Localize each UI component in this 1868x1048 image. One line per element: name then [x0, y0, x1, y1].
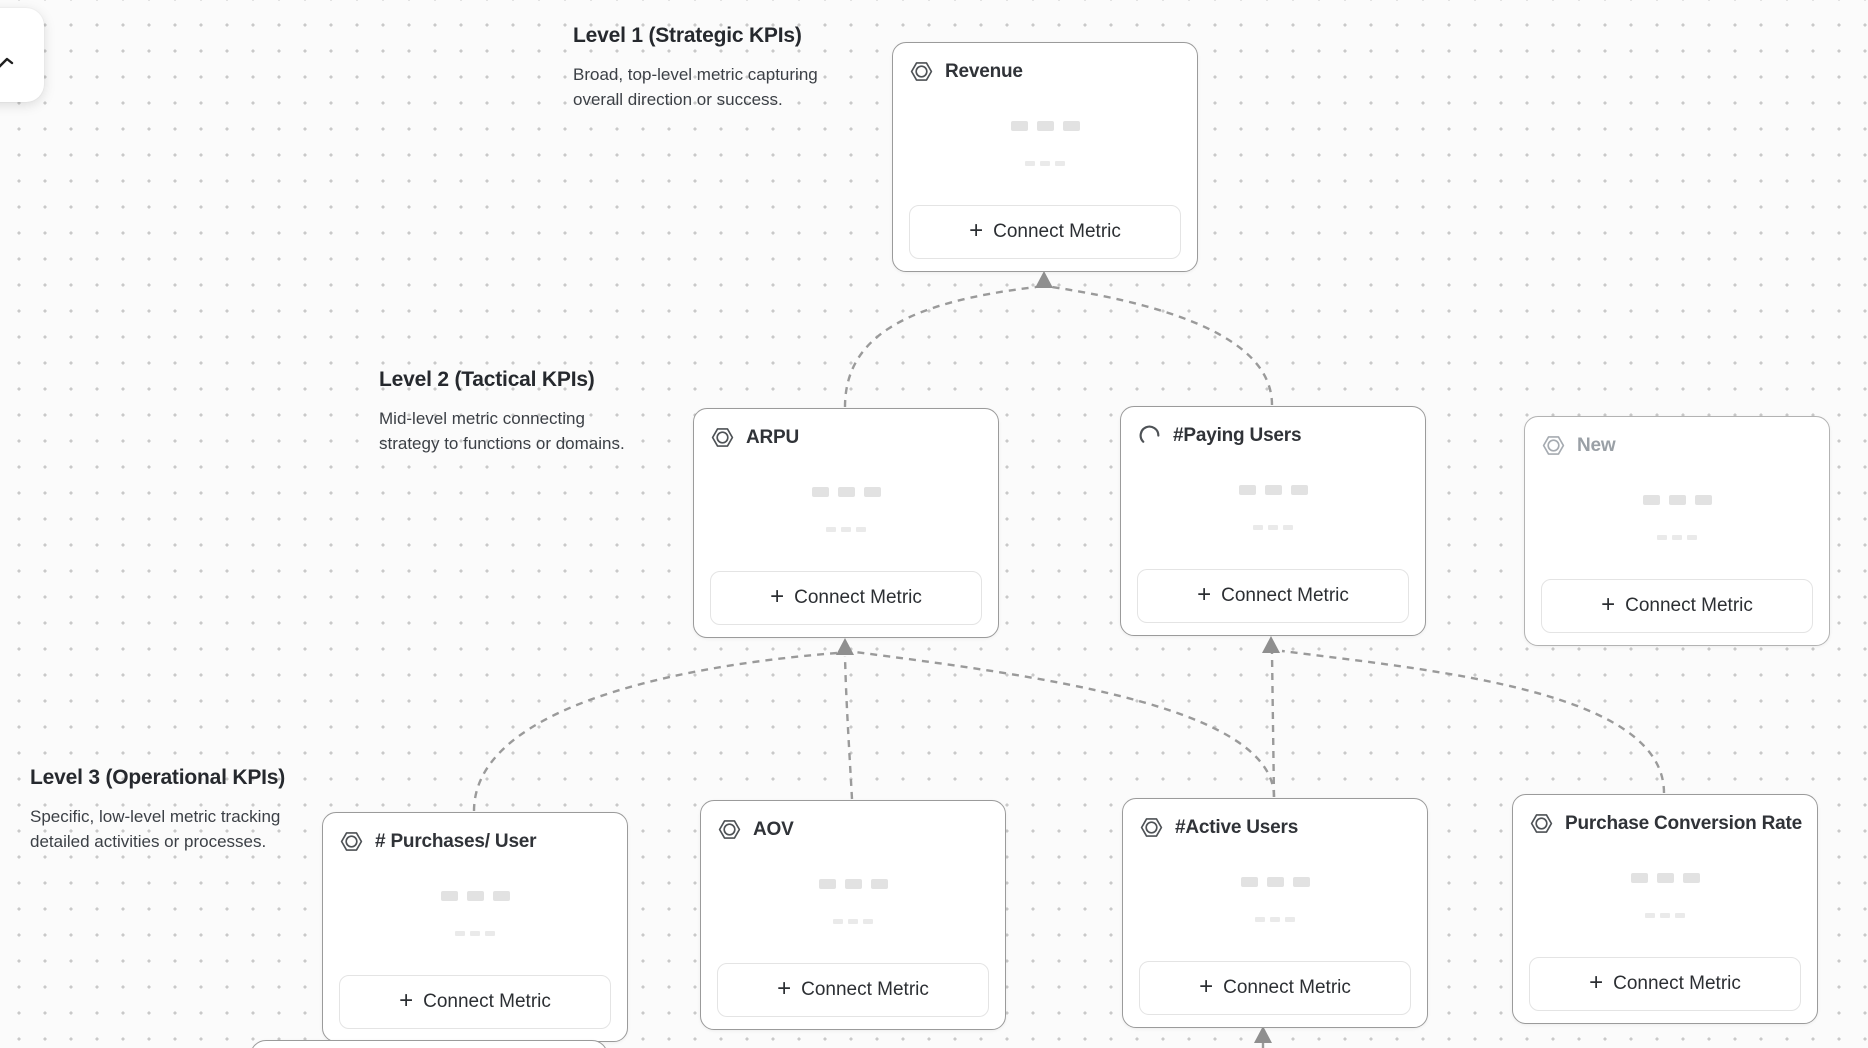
metric-preview-skeleton [1513, 873, 1817, 883]
hexagon-metric-icon [710, 425, 735, 450]
metric-node-purchase-conversion-rate[interactable]: Purchase Conversion Rate + Connect Metri… [1512, 794, 1818, 1024]
metric-preview-skeleton [893, 121, 1197, 131]
metric-node-paying-users[interactable]: #Paying Users + Connect Metric [1120, 406, 1426, 636]
loading-spinner-icon [1137, 423, 1162, 448]
metric-node-revenue[interactable]: Revenue + Connect Metric [892, 42, 1198, 272]
metric-preview-skeleton-small [694, 527, 998, 532]
level-section-level-1: Level 1 (Strategic KPIs) Broad, top-leve… [573, 24, 823, 112]
metric-node-title: Purchase Conversion Rate [1565, 812, 1803, 834]
metric-node-arpu[interactable]: ARPU + Connect Metric [693, 408, 999, 638]
edge-arpu-to-revenue [843, 285, 1037, 408]
arrowhead-into-paying-users [1262, 636, 1280, 653]
metric-preview-skeleton [1123, 877, 1427, 887]
metric-node-title: New [1577, 434, 1616, 456]
metric-preview-skeleton-small [893, 161, 1197, 166]
metric-node-header: Purchase Conversion Rate [1529, 811, 1805, 836]
level-section-title: Level 2 (Tactical KPIs) [379, 368, 595, 391]
connect-metric-button[interactable]: + Connect Metric [1529, 957, 1801, 1011]
arrowhead-into-revenue [1035, 271, 1053, 288]
offscreen-card-partial[interactable] [250, 1040, 608, 1048]
toolbar-panel[interactable] [0, 8, 44, 102]
connect-metric-button[interactable]: + Connect Metric [1139, 961, 1411, 1015]
plus-icon: + [770, 582, 785, 610]
metric-node-header: #Active Users [1139, 815, 1415, 840]
level-section-title: Level 3 (Operational KPIs) [30, 766, 286, 789]
arrowhead-into-arpu [836, 638, 854, 655]
metric-node-header: ARPU [710, 425, 986, 450]
metric-preview-skeleton [323, 891, 627, 901]
edge-purchases-per-user-to-arpu [472, 651, 838, 812]
arrowhead-into-active-users [1254, 1026, 1272, 1043]
connect-metric-label: Connect Metric [993, 221, 1121, 242]
level-section-description: Broad, top-level metric capturing overal… [573, 65, 818, 109]
connect-metric-label: Connect Metric [1625, 595, 1753, 616]
hexagon-metric-icon [909, 59, 934, 84]
edge-purchase-conversion-rate-to-paying-users [1281, 649, 1666, 794]
plus-icon: + [1601, 590, 1616, 618]
metric-preview-skeleton-small [323, 931, 627, 936]
metric-preview-skeleton-small [1513, 913, 1817, 918]
hexagon-metric-icon [717, 817, 742, 842]
plus-icon: + [1589, 968, 1604, 996]
metric-preview-skeleton-small [1123, 917, 1427, 922]
hexagon-metric-icon [1529, 811, 1554, 836]
metric-preview-skeleton-small [701, 919, 1005, 924]
metric-preview-skeleton-small [1121, 525, 1425, 530]
metric-preview-skeleton [701, 879, 1005, 889]
metric-node-header: AOV [717, 817, 993, 842]
plus-icon: + [1197, 580, 1212, 608]
metric-node-header: #Paying Users [1137, 423, 1413, 448]
metric-node-title: #Active Users [1175, 816, 1299, 838]
connect-metric-label: Connect Metric [1221, 585, 1349, 606]
connect-metric-label: Connect Metric [423, 991, 551, 1012]
connect-metric-label: Connect Metric [1613, 973, 1741, 994]
hexagon-metric-icon [1541, 433, 1566, 458]
metric-preview-skeleton [1121, 485, 1425, 495]
level-section-level-2: Level 2 (Tactical KPIs) Mid-level metric… [379, 368, 625, 456]
connect-metric-button[interactable]: + Connect Metric [717, 963, 989, 1017]
metric-node-header: # Purchases/ User [339, 829, 615, 854]
edge-active-users-to-arpu [854, 650, 1276, 798]
metric-node-header: New [1541, 433, 1817, 458]
metric-node-purchases-per-user[interactable]: # Purchases/ User + Connect Metric [322, 812, 628, 1042]
metric-node-new[interactable]: New + Connect Metric [1524, 416, 1830, 646]
edge-active-users-to-paying-users [1270, 652, 1276, 798]
hexagon-metric-icon [1139, 815, 1164, 840]
connect-metric-button[interactable]: + Connect Metric [909, 205, 1181, 259]
metric-preview-skeleton [1525, 495, 1829, 505]
edge-paying-users-to-revenue [1051, 285, 1274, 406]
connect-metric-button[interactable]: + Connect Metric [1137, 569, 1409, 623]
connect-metric-button[interactable]: + Connect Metric [339, 975, 611, 1029]
cursor-icon [0, 57, 14, 68]
level-section-level-3: Level 3 (Operational KPIs) Specific, low… [30, 766, 290, 854]
plus-icon: + [1199, 972, 1214, 1000]
metric-node-title: Revenue [945, 60, 1023, 82]
connect-metric-button[interactable]: + Connect Metric [1541, 579, 1813, 633]
metric-node-title: # Purchases/ User [375, 830, 537, 852]
connect-metric-label: Connect Metric [801, 979, 929, 1000]
edge-aov-to-arpu [843, 655, 854, 800]
metric-node-aov[interactable]: AOV + Connect Metric [700, 800, 1006, 1030]
connect-metric-label: Connect Metric [1223, 977, 1351, 998]
connect-metric-label: Connect Metric [794, 587, 922, 608]
level-section-description: Specific, low-level metric tracking deta… [30, 807, 281, 851]
metric-node-title: ARPU [746, 426, 800, 448]
metric-node-title: AOV [753, 818, 794, 840]
metric-node-title: #Paying Users [1173, 424, 1302, 446]
metric-preview-skeleton-small [1525, 535, 1829, 540]
metric-preview-skeleton [694, 487, 998, 497]
level-section-title: Level 1 (Strategic KPIs) [573, 24, 802, 47]
metric-node-header: Revenue [909, 59, 1185, 84]
hexagon-metric-icon [339, 829, 364, 854]
plus-icon: + [969, 216, 984, 244]
connect-metric-button[interactable]: + Connect Metric [710, 571, 982, 625]
metric-node-active-users[interactable]: #Active Users + Connect Metric [1122, 798, 1428, 1028]
level-section-description: Mid-level metric connecting strategy to … [379, 409, 625, 453]
plus-icon: + [777, 974, 792, 1002]
plus-icon: + [399, 986, 414, 1014]
